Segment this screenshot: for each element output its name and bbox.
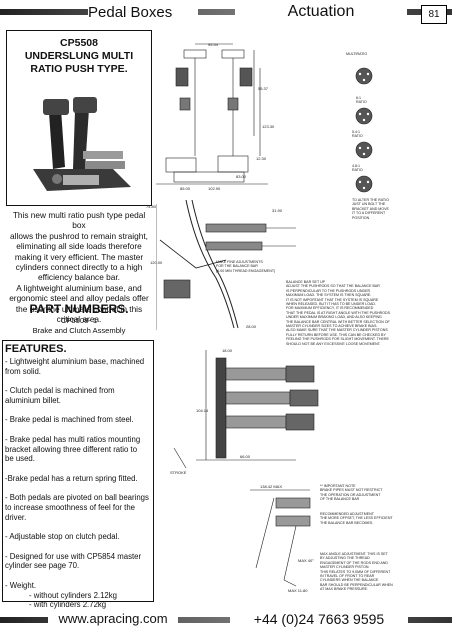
feature-item: - Brake pedal has multi ratios mounting … [5, 434, 141, 464]
dimension: 12.30 [256, 156, 267, 161]
feature-item: - Both pedals are pivoted on ball bearin… [5, 493, 149, 522]
part-numbers-title: PART NUMBERS. [29, 302, 129, 316]
features-title: FEATURES. [5, 343, 67, 355]
page-number: 81 [421, 5, 447, 24]
header-bar [0, 9, 452, 15]
ratio-label: 6:1 RATIO [356, 96, 367, 105]
ratio-label: 4.8:1 RATIO [352, 164, 363, 173]
dimension: 102.90 [208, 186, 221, 191]
ratio-label: MULTIRATIO [346, 52, 368, 56]
adjustment-note: MAKE FINE ADJUSTMENTS FOR THE BALANCE BA… [216, 260, 276, 273]
category-title: Actuation [235, 3, 407, 25]
section-title: Pedal Boxes [88, 4, 198, 26]
feature-item: - Designed for use with CP5854 master cy… [5, 551, 142, 571]
part-number: CP5508- 1 [60, 316, 98, 325]
weight-details: - without cylinders 2.12kg - with cylind… [29, 590, 117, 610]
footer-bar [0, 617, 452, 623]
dimension: 28.00 [246, 324, 257, 329]
dimension: 95.54 [208, 42, 219, 47]
phone-number: +44 (0)24 7663 9595 [230, 611, 408, 631]
feature-item: - Clutch pedal is machined from aluminiu… [5, 386, 115, 405]
feature-item: - Weight. [5, 580, 37, 590]
features-list: - Lightweight aluminium base, machined f… [5, 357, 153, 620]
dimension: 31.90 [272, 208, 283, 213]
balance-bar-note: BALANCE BAR SET UP ADJUST THE PUSHRODS S… [286, 280, 391, 346]
dimension: 123.30 [262, 124, 275, 129]
dimension: 74.80 [146, 204, 157, 209]
dimension: 55.37 [258, 86, 269, 91]
ratio-note: TO ALTER THE RATIO JUST UN BOLT THE BRAC… [352, 198, 389, 220]
product-description: This new multi ratio push type pedal box… [9, 210, 149, 325]
ratio-label: 5.4:1 RATIO [352, 130, 363, 139]
feature-item: -Brake pedal has a return spring fitted. [5, 473, 138, 483]
feature-item: - Lightweight aluminium base, machined f… [5, 357, 145, 376]
dimension: 85.00 [180, 186, 191, 191]
feature-item: - Adjustable stop on clutch pedal. [5, 532, 120, 542]
website-link[interactable]: www.apracing.com [48, 611, 178, 631]
recommended-note: RECOMMENDED ADJUSTMENT THE MORE OFFSET, … [320, 512, 393, 525]
drawing-lines [155, 43, 373, 587]
dimension: 83.00 [236, 174, 247, 179]
part-name: Brake and Clutch Assembly [32, 326, 126, 335]
dimension: MAX 11.80 [288, 588, 308, 593]
dimension: 138.42 MAX [260, 484, 283, 489]
dimension: 120.00 [150, 260, 163, 265]
max-angle-note: MAX ANGLE ADJUSTMENT. THIS IS SET BY ADJ… [320, 552, 393, 592]
important-note: ** IMPORTANT NOTE BRAKE PIPES MUST NOT R… [320, 484, 383, 502]
dimension: STROKE [170, 470, 187, 475]
dimension: 66.00 [240, 454, 251, 459]
features-box: FEATURES. - Lightweight aluminium base, … [2, 340, 154, 609]
dimension: 104.14 [196, 408, 209, 413]
technical-drawing: 95.54 55.37 123.30 12.30 83.00 102.90 85… [146, 28, 450, 608]
dimension: MAX 40° [298, 558, 314, 563]
product-title: CP5508 UNDERSLUNG MULTI RATIO PUSH TYPE. [24, 37, 134, 75]
dimension: 18.00 [222, 348, 233, 353]
pedal-box-photo [13, 91, 145, 201]
product-title-box: CP5508 UNDERSLUNG MULTI RATIO PUSH TYPE. [6, 30, 152, 206]
feature-item: - Brake pedal is machined from steel. [5, 415, 134, 425]
